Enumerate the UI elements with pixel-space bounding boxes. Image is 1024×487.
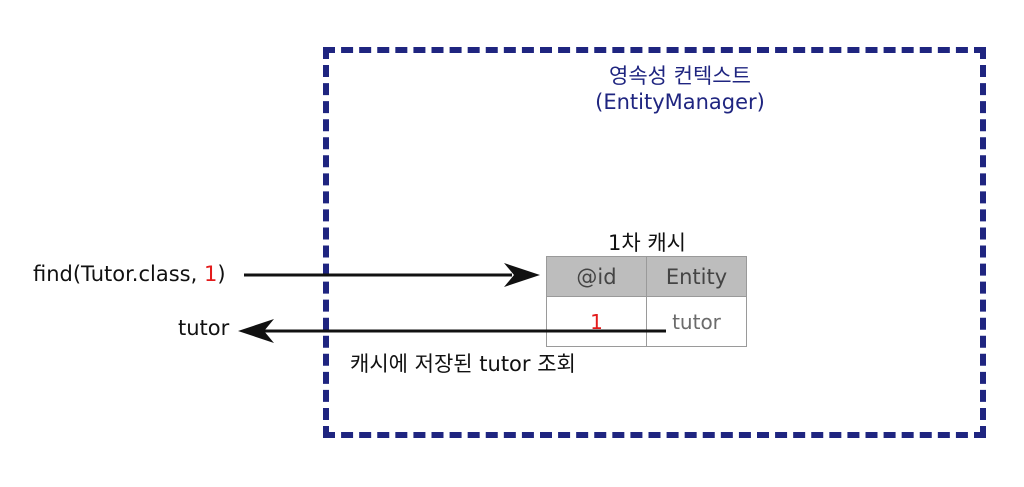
first-level-cache-table: @id Entity 1 tutor xyxy=(546,256,747,347)
cache-cell-id: 1 xyxy=(546,296,647,347)
find-call-prefix: find(Tutor.class, xyxy=(33,262,204,286)
first-level-cache-title: 1차 캐시 xyxy=(608,231,686,255)
response-arrow-head xyxy=(238,319,274,343)
find-call-suffix: ) xyxy=(217,262,226,286)
find-call-argument: 1 xyxy=(203,262,218,286)
request-arrow-head xyxy=(504,263,540,287)
persistence-context-title: 영속성 컨텍스트 xyxy=(609,64,751,88)
cache-lookup-note: 캐시에 저장된 tutor 조회 xyxy=(350,352,576,376)
persistence-context-subtitle: (EntityManager) xyxy=(595,90,765,114)
cache-table-row: 1 tutor xyxy=(546,296,747,347)
find-call-label: find(Tutor.class, 1) xyxy=(33,262,226,286)
response-arrow xyxy=(238,319,666,343)
cache-table-header-row: @id Entity xyxy=(546,256,747,297)
persistence-context-boundary xyxy=(323,47,986,438)
returned-entity-label: tutor xyxy=(178,316,230,340)
request-arrow xyxy=(244,263,540,287)
cache-cell-entity: tutor xyxy=(646,296,747,347)
